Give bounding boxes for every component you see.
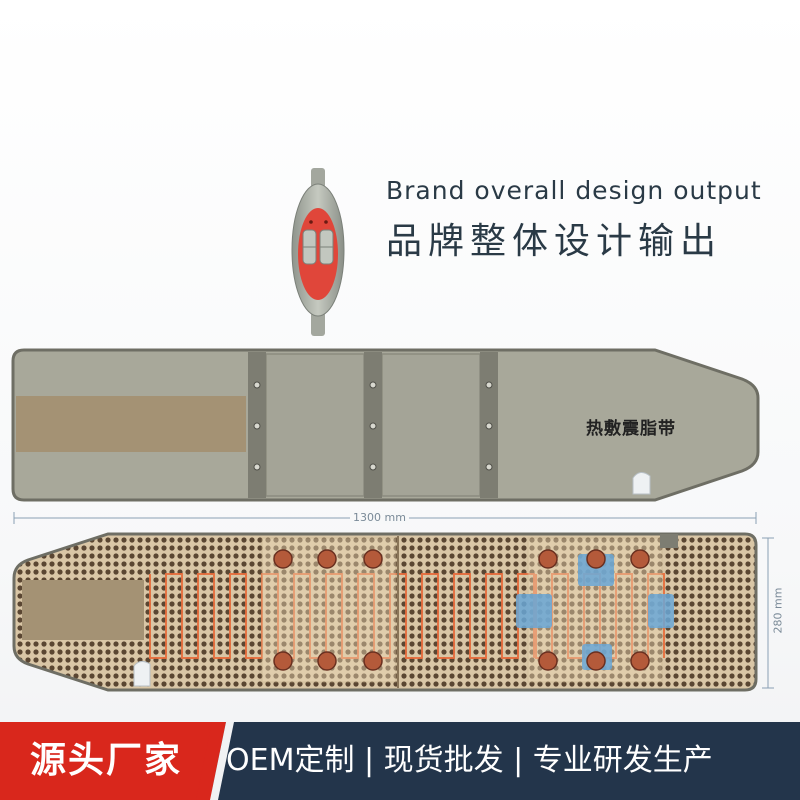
magnets bbox=[273, 549, 650, 671]
footer-left-text: 源头厂家 bbox=[29, 740, 182, 781]
product-label: 热敷震脂带 bbox=[586, 419, 676, 439]
remote-controller bbox=[291, 168, 345, 336]
headline-chinese: 品牌整体设计输出 bbox=[386, 221, 723, 262]
length-label: 1300 mm bbox=[350, 511, 409, 524]
height-label: 280 mm bbox=[771, 587, 785, 634]
product-illustration bbox=[11, 168, 774, 692]
height-dimension bbox=[762, 537, 774, 689]
footer-divider bbox=[196, 722, 234, 800]
headline-english: Brand overall design output bbox=[386, 176, 762, 205]
footer-right-text: OEM定制 | 现货批发 | 专业研发生产 bbox=[226, 743, 713, 778]
footer-red-block bbox=[0, 722, 212, 800]
belt-outer-view bbox=[11, 348, 760, 502]
belt-inner-view bbox=[12, 532, 758, 692]
